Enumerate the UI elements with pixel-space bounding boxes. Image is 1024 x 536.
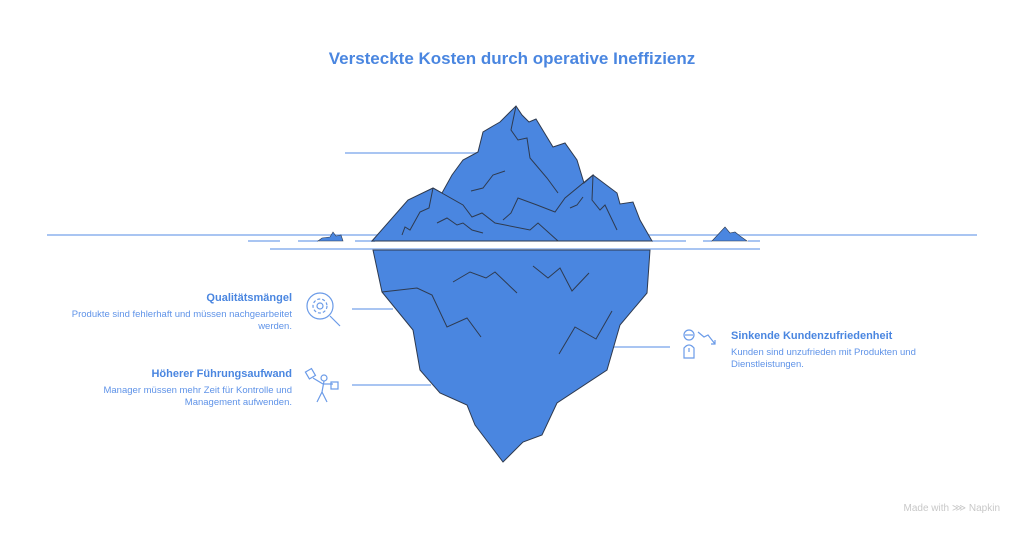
iceberg-cracks: [381, 105, 618, 355]
iceberg-bottom: [372, 249, 651, 463]
item-description: Produkte sind fehlerhaft und müssen nach…: [71, 309, 292, 332]
item-customer-satisfaction: Sinkende Kundenzufriedenheit Kunden sind…: [731, 330, 951, 371]
napkin-watermark: Made with ⋙ Napkin: [903, 503, 1000, 514]
iceberg-top: [370, 105, 653, 242]
small-iceberg-left: [317, 231, 344, 242]
item-quality-defects: Qualitätsmängel Produkte sind fehlerhaft…: [40, 292, 292, 333]
item-description: Manager müssen mehr Zeit für Kontrolle u…: [103, 385, 292, 408]
unhappy-customer-icon: [683, 329, 716, 359]
juggling-manager-icon: [304, 367, 339, 403]
item-heading: Höherer Führungsaufwand: [151, 368, 292, 380]
item-heading: Qualitätsmängel: [206, 292, 292, 304]
gear-magnifier-icon: [306, 292, 341, 327]
item-management-overhead: Höherer Führungsaufwand Manager müssen m…: [40, 368, 292, 409]
page-title: Versteckte Kosten durch operative Ineffi…: [328, 49, 696, 68]
small-iceberg-right: [711, 226, 748, 242]
item-heading: Sinkende Kundenzufriedenheit: [731, 330, 893, 342]
waterline-gap: [360, 242, 660, 246]
item-description: Kunden sind unzufrieden mit Produkten un…: [731, 347, 916, 370]
